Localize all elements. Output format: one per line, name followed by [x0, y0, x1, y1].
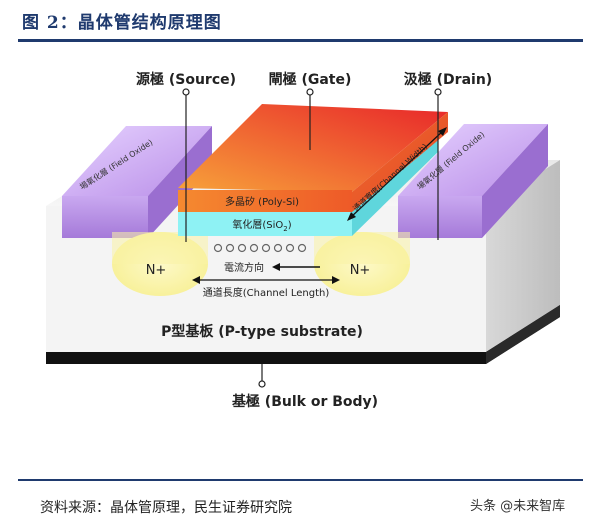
source-note: 资料来源：晶体管原理，民生证券研究院 — [40, 500, 292, 516]
field-oxide-right-top — [398, 124, 548, 196]
oxide-layer-text: 氧化層(SiO — [232, 218, 283, 231]
electron — [261, 243, 271, 253]
oxide-layer-label: 氧化層(SiO2) — [232, 218, 291, 233]
drain-label: 汲極 (Drain) — [404, 71, 492, 88]
poly-si-label: 多晶矽 (Poly-Si) — [225, 195, 299, 208]
field-oxide-right-side — [482, 124, 548, 238]
oxide-subscript: 2 — [283, 225, 287, 233]
n-plus-right-label: N+ — [350, 263, 371, 278]
channel-width-line — [349, 129, 445, 219]
channel-width-arrow-bottom — [347, 212, 356, 221]
electron — [249, 243, 259, 253]
field-oxide-right-front — [398, 196, 482, 238]
source-label: 源極 (Source) — [136, 71, 236, 88]
title-divider — [18, 39, 583, 42]
gate-label: 閘極 (Gate) — [269, 71, 352, 88]
electron-row — [213, 243, 307, 253]
bottom-divider — [18, 479, 583, 481]
substrate-base-side — [486, 305, 560, 364]
figure-title: 图 2：晶体管结构原理图 — [22, 13, 222, 33]
electron — [297, 243, 307, 253]
oxide-layer-front — [178, 210, 352, 236]
bulk-contact-dot — [258, 380, 266, 388]
electron — [213, 243, 223, 253]
n-plus-right-fill — [314, 232, 410, 264]
channel-length-label: 通道長度(Channel Length) — [203, 286, 330, 299]
drain-contact-dot — [434, 88, 442, 96]
bulk-label: 基極 (Bulk or Body) — [232, 393, 378, 410]
gate-top-face — [178, 104, 448, 192]
channel-length-arrow-right — [332, 276, 340, 284]
field-oxide-left-side — [148, 126, 212, 238]
n-plus-left-label: N+ — [146, 263, 167, 278]
electron — [285, 243, 295, 253]
channel-length-arrow-left — [192, 276, 200, 284]
substrate-base-shadow — [46, 305, 560, 364]
current-direction-label: 電流方向 — [224, 261, 264, 274]
n-plus-left-fill — [112, 232, 208, 264]
gate-side-face — [352, 112, 448, 212]
substrate-label: P型基板 (P-type substrate) — [161, 323, 363, 340]
current-arrowhead — [272, 263, 280, 271]
watermark: 头条 @未来智库 — [466, 494, 570, 515]
oxide-close: ) — [288, 220, 292, 231]
gate-front-face — [178, 190, 352, 212]
electron — [225, 243, 235, 253]
field-oxide-left-top — [62, 126, 212, 196]
gate-contact-dot — [306, 88, 314, 96]
source-contact-dot — [182, 88, 190, 96]
electron — [273, 243, 283, 253]
field-oxide-left-front — [62, 196, 148, 238]
channel-width-arrow-top — [438, 127, 447, 136]
electron — [237, 243, 247, 253]
